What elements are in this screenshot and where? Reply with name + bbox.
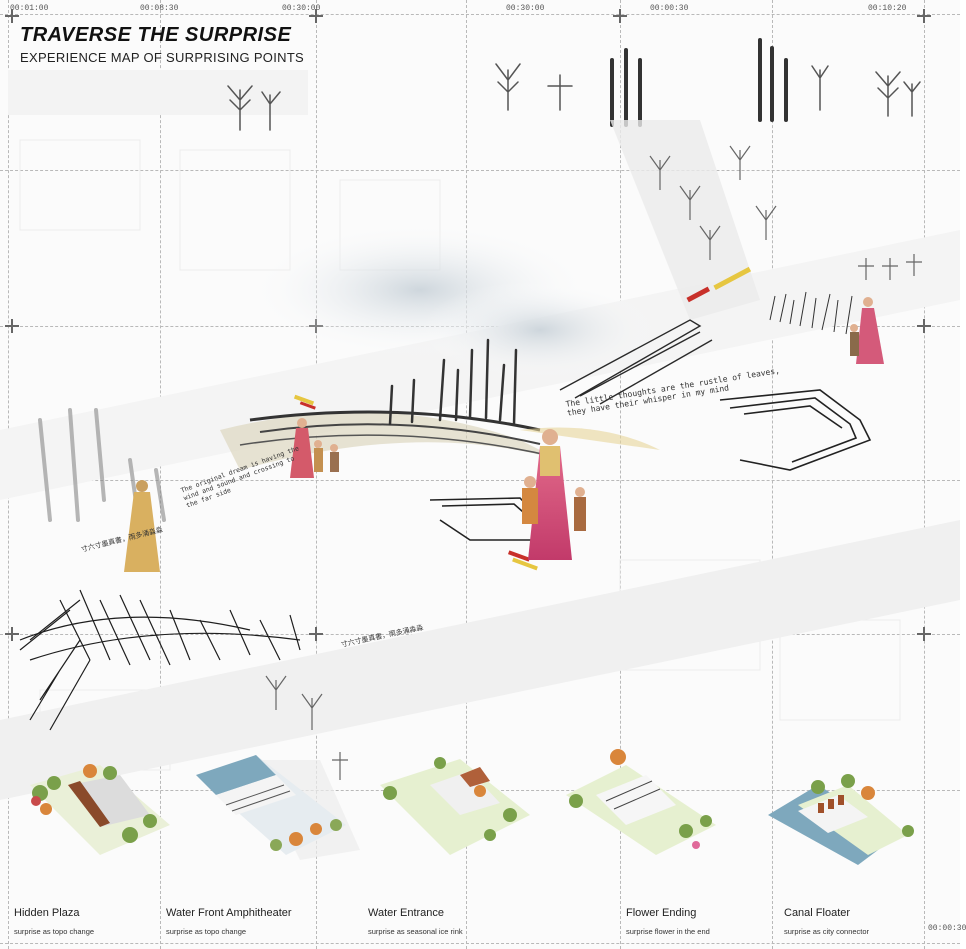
panel-title: Water Entrance bbox=[368, 907, 445, 919]
grid-line bbox=[316, 0, 317, 949]
page-subtitle: EXPERIENCE MAP OF SURPRISING POINTS bbox=[20, 50, 305, 65]
grid-line bbox=[620, 0, 621, 949]
crosshair-mark bbox=[5, 627, 19, 641]
grid-line bbox=[466, 0, 467, 949]
crosshair-mark bbox=[5, 319, 19, 333]
canal-floater-vignette bbox=[768, 774, 914, 865]
flower-ending-vignette bbox=[566, 749, 716, 855]
panel-subtitle: surprise as topo change bbox=[14, 927, 95, 936]
grid-line bbox=[0, 14, 960, 15]
timecode: 00:00:30 bbox=[928, 924, 966, 933]
crosshair-mark bbox=[917, 627, 931, 641]
crosshair-mark bbox=[917, 9, 931, 23]
panel-title: Water Front Amphitheater bbox=[166, 907, 292, 919]
grid-line bbox=[160, 0, 161, 949]
panel-title: Flower Ending bbox=[626, 907, 697, 919]
timecode: 00:08:30 bbox=[140, 4, 179, 13]
timecode: 00:00:30 bbox=[650, 4, 689, 13]
water-entrance-vignette bbox=[380, 757, 530, 855]
panel-subtitle: surprise flower in the end bbox=[626, 927, 710, 936]
panel-title: Canal Floater bbox=[784, 907, 851, 919]
timecode: 00:30:00 bbox=[506, 4, 545, 13]
timecode: 00:10:20 bbox=[868, 4, 907, 13]
crosshair-mark bbox=[309, 9, 323, 23]
forest-band bbox=[8, 38, 921, 131]
panel-title: Hidden Plaza bbox=[14, 907, 80, 919]
panel-subtitle: surprise as topo change bbox=[166, 927, 247, 936]
crosshair-mark bbox=[309, 627, 323, 641]
grid-line bbox=[924, 0, 925, 949]
panel-subtitle: surprise as seasonal ice rink bbox=[368, 927, 463, 936]
figures bbox=[124, 297, 884, 572]
timecode: 00:30:00 bbox=[282, 4, 321, 13]
grid-line bbox=[0, 943, 960, 944]
water-front-amphitheater-vignette bbox=[196, 755, 346, 855]
grid-line bbox=[0, 170, 960, 171]
panel-subtitle: surprise as city connector bbox=[784, 927, 870, 936]
crosshair-mark bbox=[613, 9, 627, 23]
grid-line bbox=[0, 480, 960, 481]
grid-line bbox=[772, 0, 773, 949]
timecode: 00:01:00 bbox=[10, 4, 49, 13]
crosshair-mark bbox=[5, 9, 19, 23]
crosshair-mark bbox=[917, 319, 931, 333]
hidden-plaza-vignette bbox=[30, 764, 170, 855]
ink-grass bbox=[19, 589, 301, 731]
page-title: TRAVERSE THE SURPRISE bbox=[20, 24, 292, 46]
